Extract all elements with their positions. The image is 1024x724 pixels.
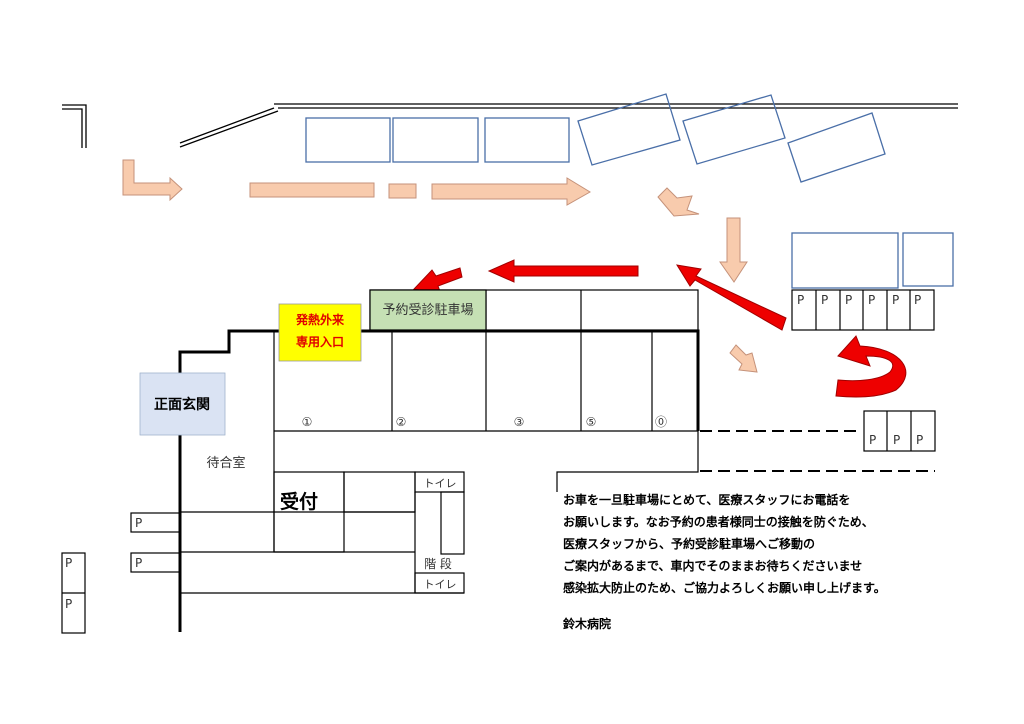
red-arrow-uturn (835, 335, 907, 398)
route-arrows (122, 159, 758, 373)
parking-mark: P (845, 293, 852, 307)
fever-label-line2: 専用入口 (296, 334, 344, 349)
spot-number: ③ (514, 415, 525, 429)
dashed-boundaries (700, 430, 935, 472)
route-arrow-south (719, 217, 748, 283)
parking-mark: P (821, 293, 828, 307)
toilet-label-upper: トイレ (424, 477, 457, 490)
notice-line: 医療スタッフから、予約受診駐車場へご移動の (563, 536, 815, 551)
reserved-parking-label: 予約受診駐車場 (382, 302, 473, 318)
right-parking-slots (791, 289, 936, 452)
parking-mark: P (868, 293, 875, 307)
notice-line: ご案内があるまで、車内でそのままお待ちくださいませ (563, 558, 862, 573)
route-arrow-east (431, 177, 591, 206)
spot-number: ② (396, 415, 407, 429)
parking-mark: P (869, 433, 876, 447)
parking-mark: P (914, 293, 921, 307)
parking-marks: P P P P P P P P P P P P P (65, 293, 923, 611)
main-entrance-label: 正面玄関 (154, 396, 210, 413)
upper-parking-spaces (305, 93, 954, 289)
reserved-parking-box (369, 289, 487, 331)
spot-number: ⑤ (586, 415, 597, 429)
spot-number: ⓪ (655, 415, 667, 429)
fever-label-line1: 発熱外来 (295, 312, 345, 327)
notice-line: お願いします。なお予約の患者様同士の接触を防ぐため、 (563, 514, 874, 529)
parking-mark: P (65, 556, 72, 570)
road-edges (62, 103, 958, 148)
notice-line: 感染拡大防止のため、ご協力よろしくお願い申し上げます。 (563, 580, 886, 595)
red-arrows (413, 259, 907, 398)
parking-mark: P (135, 556, 142, 570)
stairs-label: 階 段 (424, 556, 452, 571)
route-arrow-southeast (657, 187, 700, 217)
route-arrow-down-right (729, 344, 758, 373)
main-entrance-box (139, 372, 226, 436)
notice-text: お車を一旦駐車場にとめて、医療スタッフにお電話を お願いします。なお予約の患者様… (563, 492, 886, 631)
notice-line: お車を一旦駐車場にとめて、医療スタッフにお電話を (563, 492, 850, 507)
spot-numbers: ① ② ③ ⑤ ⓪ (302, 415, 667, 429)
parking-mark: P (893, 433, 900, 447)
route-segment-1 (249, 182, 375, 198)
notice-signature: 鈴木病院 (563, 616, 611, 631)
parking-mark: P (797, 293, 804, 307)
parking-mark: P (65, 597, 72, 611)
toilet-label-lower: トイレ (424, 578, 457, 591)
parking-mark: P (135, 516, 142, 530)
left-parking-boxes (61, 512, 181, 634)
route-segment-2 (388, 183, 417, 199)
route-arrow-bend (122, 159, 183, 202)
reception-label: 受付 (280, 490, 318, 513)
red-arrow-diagonal (675, 264, 787, 331)
waiting-room-label: 待合室 (206, 455, 245, 471)
fever-entrance-box (278, 303, 362, 362)
red-arrow-west (487, 259, 639, 283)
parking-mark: P (916, 433, 923, 447)
spot-number: ① (302, 415, 313, 429)
parking-mark: P (892, 293, 899, 307)
